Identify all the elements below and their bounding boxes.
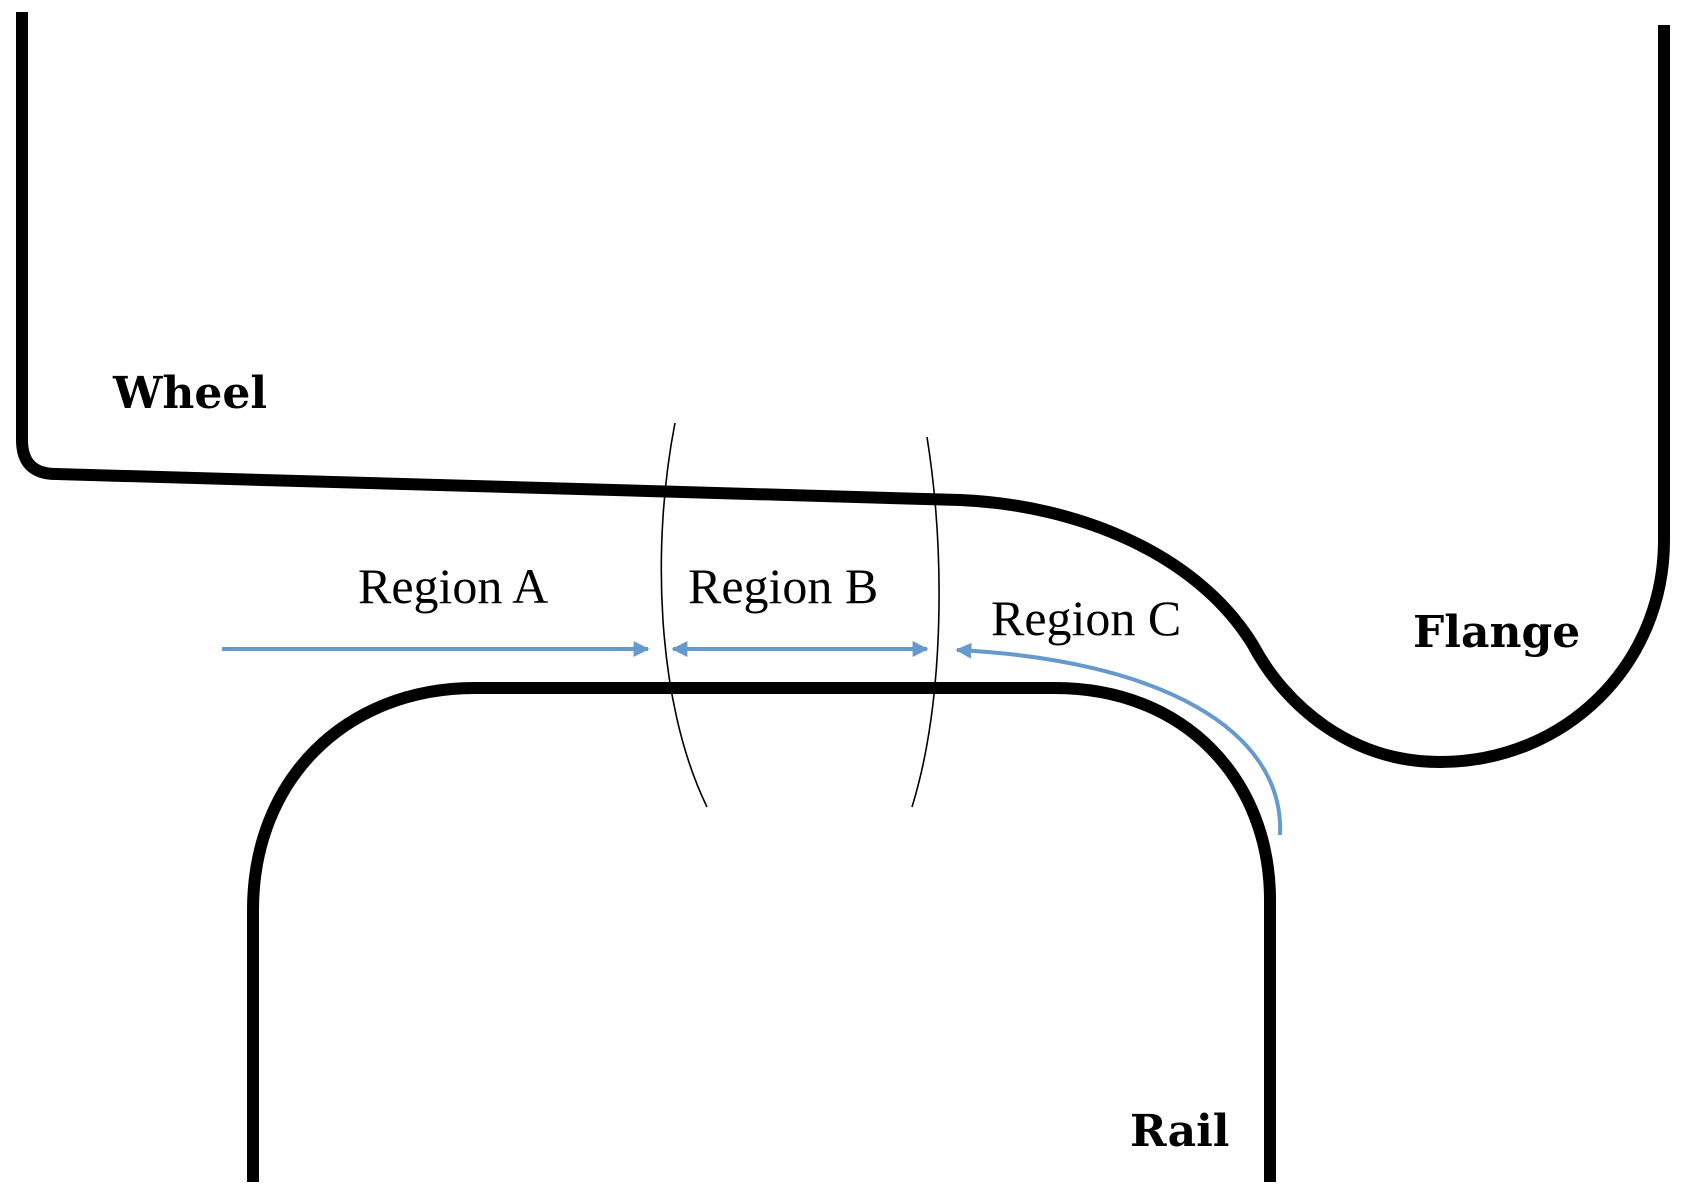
- region-b-label: Region B: [688, 558, 878, 614]
- region-boundary-ab: [660, 422, 708, 808]
- region-c-label: Region C: [991, 590, 1181, 646]
- wheel-label: Wheel: [112, 368, 267, 419]
- wheel-profile: [16, 12, 1670, 768]
- region-a-label: Region A: [358, 558, 548, 614]
- flange-label: Flange: [1413, 607, 1580, 658]
- region-c-arrow: [955, 642, 1283, 836]
- region-boundary-bc: [911, 436, 940, 808]
- rail-profile: [247, 682, 1276, 1182]
- rail-label: Rail: [1130, 1106, 1230, 1157]
